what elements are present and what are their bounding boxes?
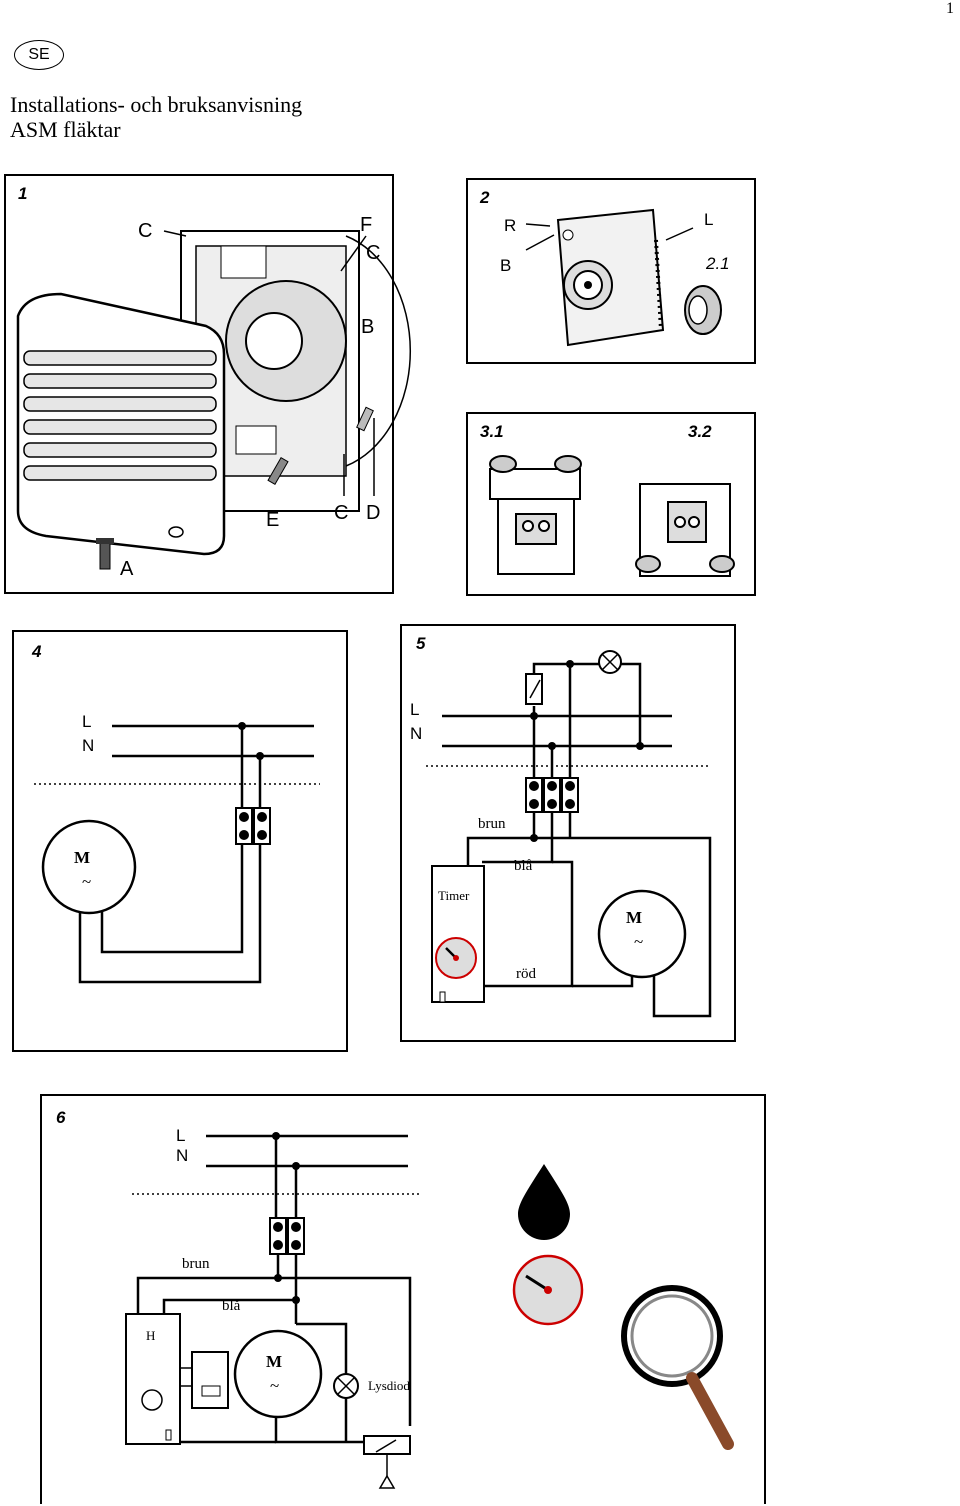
motor-tilde: ~	[634, 932, 644, 951]
label-c-bottom: C	[334, 502, 349, 524]
figure-4-number: 4	[32, 642, 42, 661]
wire-brown-label: brun	[478, 816, 506, 832]
language-badge: SE	[14, 40, 64, 70]
figure-6-number: 6	[56, 1108, 66, 1127]
wire-blue-label: blå	[222, 1298, 241, 1314]
title-line-2: ASM fläktar	[10, 117, 121, 142]
figure-2-panel: 2 R B L 2.1	[466, 178, 756, 364]
figure-2-number: 2	[480, 188, 490, 207]
figure-1-number: 1	[18, 184, 28, 203]
switch-plate-illustration	[525, 208, 722, 347]
wiring-diagram-4	[34, 722, 320, 984]
label-c-right: C	[366, 242, 381, 264]
line-l-label: L	[82, 712, 92, 731]
figure-4-panel: 4 L N M ~	[12, 630, 348, 1052]
motor-label: M	[74, 848, 91, 867]
page-number: 1	[946, 0, 954, 17]
wire-brown-label: brun	[182, 1256, 210, 1272]
motor-tilde: ~	[270, 1376, 280, 1395]
terminal-block-illustration	[489, 455, 735, 577]
fan-exploded-illustration	[16, 230, 412, 570]
figure-5-number: 5	[416, 634, 426, 653]
figure-6-panel: 6 L N	[40, 1094, 766, 1504]
line-n-label: N	[82, 736, 95, 755]
label-r: R	[504, 216, 517, 235]
figure-1-panel: 1 C F C B E C D A	[4, 174, 412, 594]
timer-label: Timer	[438, 888, 470, 903]
label-d: D	[366, 502, 381, 524]
label-c-top: C	[138, 220, 153, 242]
label-e: E	[266, 509, 280, 531]
wiring-diagram-5	[426, 650, 712, 1018]
motor-label: M	[266, 1352, 283, 1371]
line-l-label: L	[410, 700, 420, 719]
figure-3-panel: 3.1 3.2	[466, 412, 756, 596]
line-n-label: N	[410, 724, 423, 743]
led-label: Lysdiod	[368, 1378, 410, 1393]
figure-3-1-label: 3.1	[480, 422, 504, 441]
line-l-label: L	[176, 1126, 186, 1145]
motor-tilde: ~	[82, 872, 92, 891]
label-a: A	[120, 558, 134, 580]
motor-label: M	[626, 908, 643, 927]
label-b: B	[500, 256, 512, 275]
h-label: H	[146, 1328, 156, 1343]
label-2-1: 2.1	[706, 254, 730, 273]
label-b: B	[361, 316, 375, 338]
figure-3-2-label: 3.2	[688, 422, 712, 441]
label-l: L	[704, 210, 714, 229]
label-f: F	[360, 214, 373, 236]
title-line-1: Installations- och bruksanvisning	[10, 92, 303, 117]
page-title: Installations- och bruksanvisning ASM fl…	[10, 92, 302, 142]
wire-blue-label: blå	[514, 858, 533, 874]
wire-red-label: röd	[516, 966, 536, 982]
wiring-diagram-6	[125, 1132, 734, 1489]
figure-5-panel: 5 L N	[400, 624, 736, 1042]
line-n-label: N	[176, 1146, 189, 1165]
